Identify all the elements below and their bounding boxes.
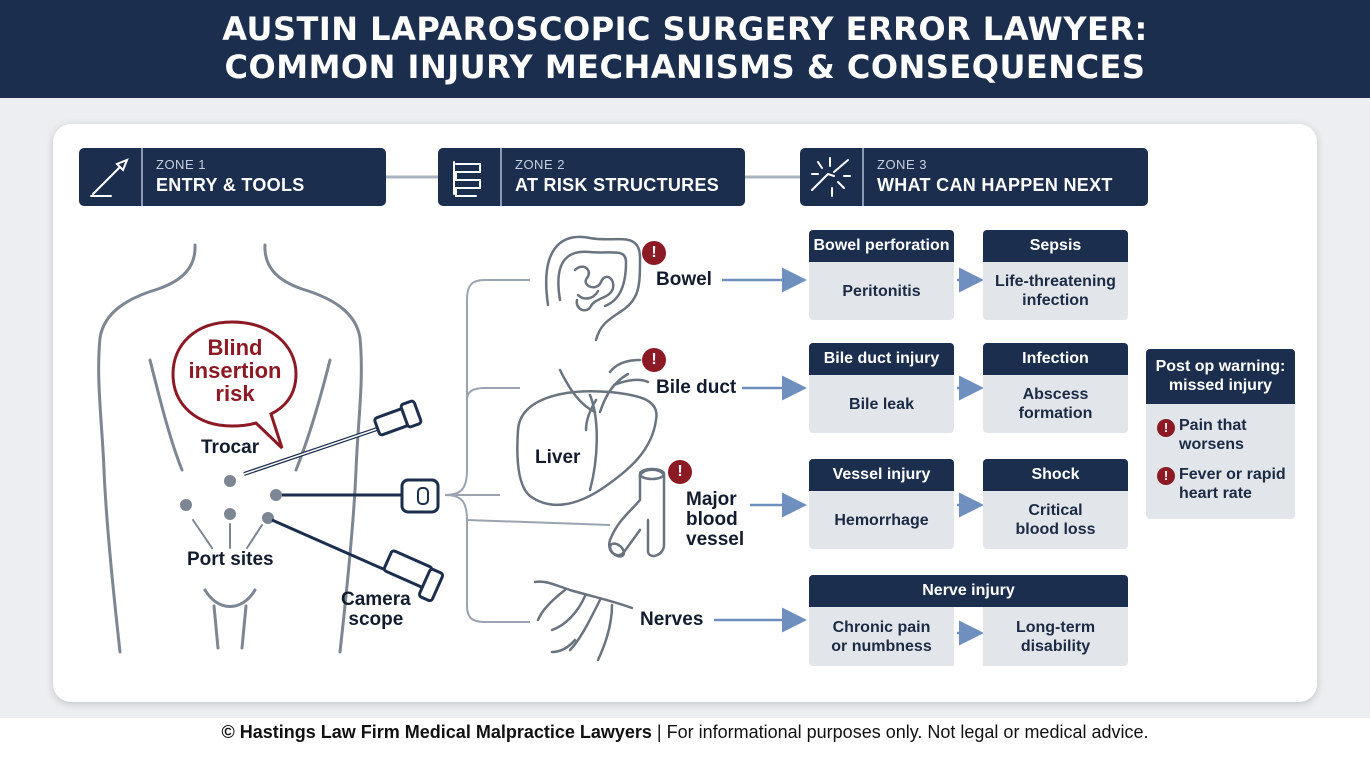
warning-icon: !	[1157, 467, 1175, 485]
warning-item: Fever or rapid heart rate	[1179, 466, 1286, 502]
zone-3-number: ZONE 3	[877, 157, 927, 172]
zone-2-number: ZONE 2	[515, 157, 565, 172]
card-result: Hemorrhage	[834, 511, 929, 529]
card-title: Vessel injury	[809, 459, 954, 491]
card-result: Life-threatening infection	[995, 273, 1116, 309]
bile-duct-warning-icon: !	[642, 348, 666, 372]
trocar-label: Trocar	[201, 437, 260, 458]
bile-duct-label: Bile duct	[656, 377, 737, 398]
card-title: Nerve injury	[809, 575, 1128, 607]
card-result: Abscess formation	[1018, 386, 1093, 422]
warning-item: Pain that worsens	[1179, 417, 1247, 453]
header-banner: AUSTIN LAPAROSCOPIC SURGERY ERROR LAWYER…	[0, 0, 1370, 98]
card-next-result: Long-term disability	[983, 607, 1128, 666]
port-sites	[180, 475, 282, 524]
zone-1-name: ENTRY & TOOLS	[156, 175, 305, 195]
vessel-injury-card: Vessel injury Hemorrhage	[809, 459, 954, 549]
infection-card: Infection Abscess formation	[983, 343, 1128, 433]
footer: © Hastings Law Firm Medical Malpractice …	[0, 722, 1370, 743]
blind-insertion-risk-label: Blind insertion risk	[188, 335, 282, 406]
zone-3-name: WHAT CAN HAPPEN NEXT	[877, 175, 1113, 195]
page-title-line-1: AUSTIN LAPAROSCOPIC SURGERY ERROR LAWYER…	[222, 10, 1148, 48]
card-result: Chronic pain or numbness	[809, 607, 954, 666]
bowel-icon	[545, 235, 642, 342]
nerve-injury-card: Nerve injury Chronic pain or numbness Lo…	[809, 575, 1128, 666]
card-title: Shock	[983, 459, 1128, 491]
zone-1-header: ZONE 1 ENTRY & TOOLS	[79, 148, 386, 206]
bowel-warning-icon: !	[642, 241, 666, 265]
nerves-label: Nerves	[640, 609, 704, 630]
sepsis-card: Sepsis Life-threatening infection	[983, 230, 1128, 320]
card-result: Peritonitis	[842, 282, 921, 300]
card-title: Infection	[983, 343, 1128, 375]
post-op-warning-box: Post op warning: missed injury ! Pain th…	[1146, 349, 1295, 519]
blood-vessel-icon	[607, 467, 666, 558]
port-instrument	[282, 478, 440, 514]
card-title: Bile duct injury	[809, 343, 954, 375]
footer-disclaimer: | For informational purposes only. Not l…	[651, 722, 1149, 742]
port-sites-label: Port sites	[187, 549, 274, 570]
page-title-line-2: COMMON INJURY MECHANISMS & CONSEQUENCES	[224, 48, 1146, 86]
warning-icon: !	[1157, 419, 1175, 437]
zone-2-header: ZONE 2 AT RISK STRUCTURES	[438, 148, 745, 206]
major-blood-vessel-label: Major blood vessel	[686, 489, 745, 550]
camera-scope-label: Camera scope	[341, 589, 411, 630]
card-title: Sepsis	[983, 230, 1128, 262]
zone-1-number: ZONE 1	[156, 157, 206, 172]
shock-card: Shock Critical blood loss	[983, 459, 1128, 549]
vessel-warning-icon: !	[668, 460, 692, 484]
card-result: Critical blood loss	[1015, 502, 1096, 538]
trocar-instrument	[243, 399, 423, 476]
card-result: Bile leak	[849, 395, 914, 413]
scalpel-icon	[79, 148, 143, 206]
card-title: Bowel perforation	[809, 230, 954, 262]
footer-owner: © Hastings Law Firm Medical Malpractice …	[221, 722, 652, 742]
zone-3-header: ZONE 3 WHAT CAN HAPPEN NEXT	[800, 148, 1148, 206]
bile-duct-injury-card: Bile duct injury Bile leak	[809, 343, 954, 433]
bile-duct-icon	[584, 358, 650, 432]
camera-scope-instrument	[271, 518, 445, 603]
warning-title: Post op warning: missed injury	[1146, 349, 1295, 404]
liver-label: Liver	[535, 447, 581, 468]
structure-bracket	[444, 279, 611, 623]
nerves-icon	[533, 580, 634, 662]
zone-2-name: AT RISK STRUCTURES	[515, 175, 720, 195]
intestine-icon	[438, 148, 502, 206]
broken-link-icon	[800, 148, 864, 206]
bowel-label: Bowel	[656, 269, 712, 290]
bowel-perforation-card: Bowel perforation Peritonitis	[809, 230, 954, 320]
